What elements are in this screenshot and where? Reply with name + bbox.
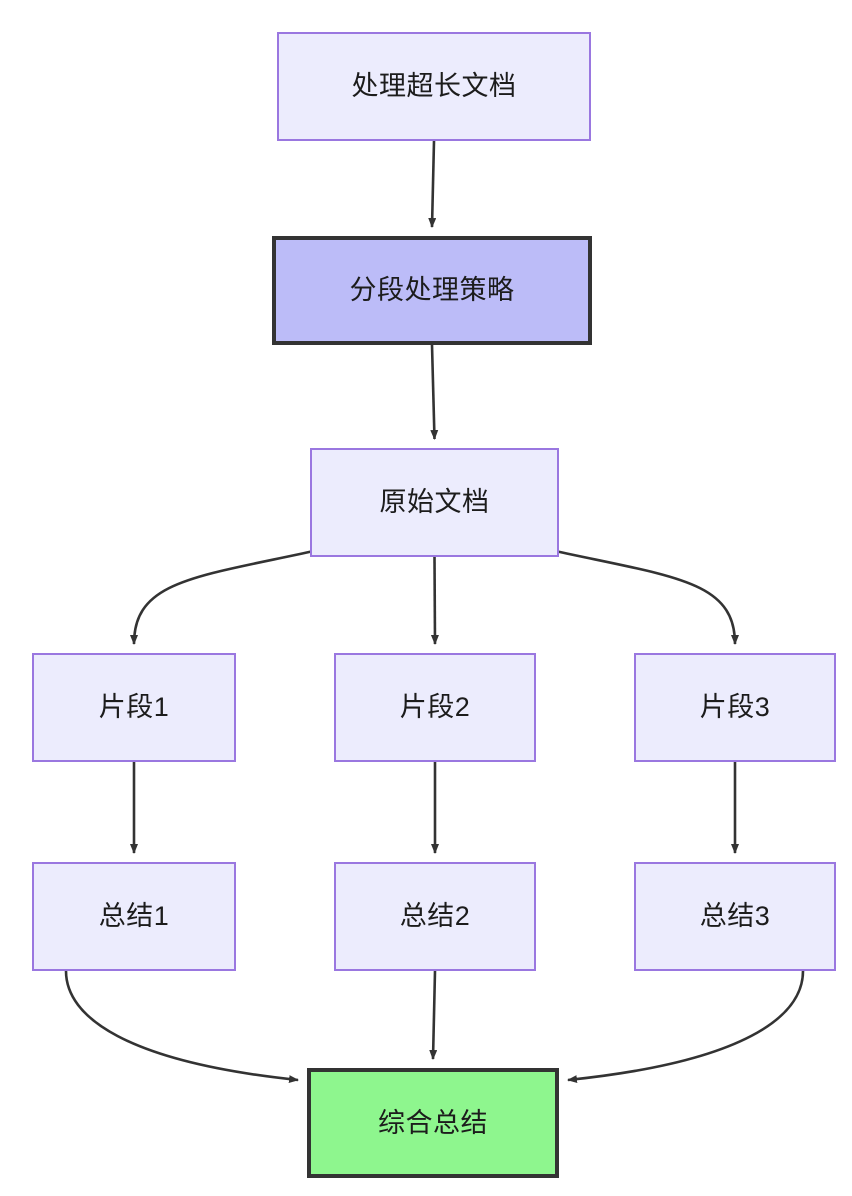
node-chunk-1[interactable]: 片段1 — [32, 653, 236, 762]
node-label: 原始文档 — [379, 487, 490, 518]
node-source-doc[interactable]: 原始文档 — [310, 448, 559, 557]
edge-source-doc-to-chunk-3 — [554, 549, 739, 645]
edge-source-doc-to-chunk-1 — [130, 549, 315, 645]
edge-summary-1-to-final-summary — [64, 970, 299, 1084]
node-doc-long[interactable]: 处理超长文档 — [277, 32, 591, 141]
node-chunk-2[interactable]: 片段2 — [334, 653, 536, 762]
edge-strategy-to-source-doc — [430, 344, 439, 440]
edge-doc-long-to-strategy — [428, 140, 437, 228]
node-final-summary[interactable]: 综合总结 — [307, 1068, 559, 1178]
edge-summary-3-to-final-summary — [567, 970, 805, 1084]
node-label: 片段2 — [399, 692, 471, 723]
node-label: 总结2 — [399, 901, 471, 932]
node-label: 片段3 — [699, 692, 771, 723]
node-label: 片段1 — [98, 692, 170, 723]
edge-source-doc-to-chunk-2 — [430, 556, 439, 645]
node-summary-1[interactable]: 总结1 — [32, 862, 236, 971]
node-label: 总结3 — [699, 901, 771, 932]
node-summary-3[interactable]: 总结3 — [634, 862, 836, 971]
node-label: 分段处理策略 — [349, 275, 515, 306]
node-label: 总结1 — [98, 901, 170, 932]
node-strategy[interactable]: 分段处理策略 — [272, 236, 592, 345]
edge-summary-2-to-final-summary — [429, 970, 438, 1060]
node-label: 处理超长文档 — [351, 71, 517, 102]
node-label: 综合总结 — [378, 1107, 488, 1138]
node-summary-2[interactable]: 总结2 — [334, 862, 536, 971]
node-chunk-3[interactable]: 片段3 — [634, 653, 836, 762]
